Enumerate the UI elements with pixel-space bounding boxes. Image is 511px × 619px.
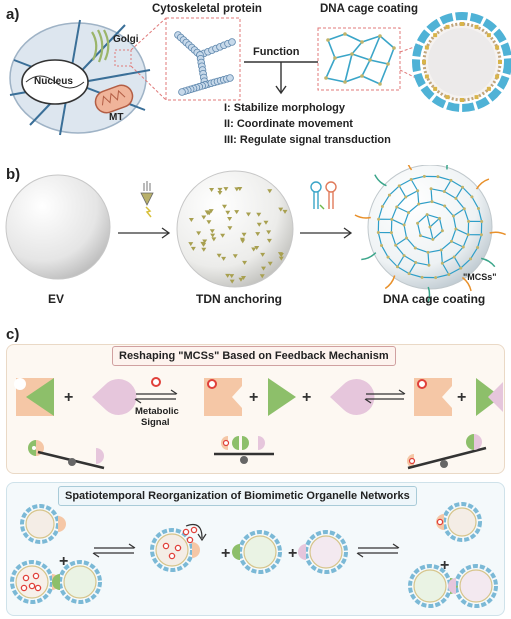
- mt-label: MT: [109, 112, 124, 123]
- tdn-icon: [140, 181, 154, 218]
- cell-illustration: [9, 19, 151, 136]
- mcs-tag: "MCSs": [463, 272, 497, 282]
- step-label-ev: EV: [48, 292, 65, 306]
- metabolic-signal-line1: Metabolic: [135, 406, 179, 417]
- svg-text:+: +: [64, 389, 73, 406]
- tdn-anchored-sphere: [176, 170, 294, 288]
- nucleus-shape: [21, 59, 89, 105]
- dna-cage-box: [317, 27, 401, 91]
- ev-sphere: [5, 174, 111, 280]
- metabolic-signal-line2: Signal: [141, 417, 170, 428]
- coated-vesicle-crosssection: [412, 12, 511, 112]
- svg-text:+: +: [221, 545, 230, 562]
- middle-triangle: [268, 378, 296, 416]
- left-pacman: [92, 379, 137, 415]
- svg-text:+: +: [440, 557, 449, 574]
- organelle-vesicle: [304, 530, 348, 574]
- organelle-vesicle: [442, 502, 482, 542]
- step-label-cage: DNA cage coating: [383, 292, 486, 306]
- feedback-diagram: + + + +: [14, 377, 503, 470]
- middle-square: [204, 378, 242, 416]
- hairpin-icons: [310, 181, 337, 210]
- organelle-vesicle: [454, 564, 498, 608]
- seesaw-right: [407, 434, 487, 470]
- svg-text:+: +: [288, 545, 297, 562]
- metabolic-signal-dot: [151, 377, 161, 387]
- release-arrow: [185, 523, 203, 539]
- cytoskeletal-protein-box: [165, 17, 241, 101]
- svg-text:+: +: [249, 389, 258, 406]
- seesaw-left: [28, 440, 105, 470]
- svg-text:+: +: [59, 553, 68, 570]
- function-label: Function: [253, 46, 300, 58]
- right-complex: [414, 378, 452, 416]
- mitochondria-shape: [94, 84, 134, 114]
- reorg-equilibrium-1: [92, 543, 136, 558]
- equilibrium-arrows-1: [134, 389, 178, 404]
- reorganization-diagram: + + + +: [10, 502, 498, 608]
- arrow-ev-to-tdn: [118, 227, 171, 239]
- function-arrow: [244, 61, 318, 95]
- feedback-box-title: Reshaping "MCSs" Based on Feedback Mecha…: [112, 346, 396, 366]
- right-triangle-pacman: [476, 378, 503, 416]
- left-complex: [14, 378, 54, 416]
- organelle-vesicle: [58, 560, 102, 604]
- organelle-vesicle: [238, 530, 282, 574]
- organelle-vesicle: [20, 504, 60, 544]
- dna-cage-coating-title: DNA cage coating: [320, 3, 418, 15]
- function-item-2: II: Coordinate movement: [224, 118, 353, 130]
- reorganization-box-title: Spatiotemporal Reorganization of Biomime…: [58, 486, 417, 506]
- nucleus-label: Nucleus: [34, 76, 73, 87]
- panel-b-label: b): [6, 166, 21, 183]
- reorg-plus-signs: + + + +: [59, 545, 449, 574]
- panel-a-label: a): [6, 6, 20, 23]
- golgi-shape: [91, 29, 110, 63]
- svg-text:+: +: [457, 389, 466, 406]
- organelle-vesicle: [150, 528, 194, 572]
- panel-a-diagram: [9, 12, 511, 136]
- arrow-tdn-to-cage: [300, 227, 353, 239]
- organelle-vesicle: [10, 560, 54, 604]
- cytoskeletal-protein-title: Cytoskeletal protein: [152, 3, 262, 15]
- middle-pacman: [330, 379, 375, 415]
- panel-b-diagram: [5, 165, 506, 304]
- equilibrium-arrows-2: [364, 389, 406, 404]
- reorg-equilibrium-2: [356, 543, 400, 558]
- step-label-tdn: TDN anchoring: [196, 292, 282, 306]
- seesaw-middle: [214, 436, 274, 464]
- golgi-label: Golgi: [113, 34, 139, 45]
- panel-c-label: c): [6, 326, 20, 343]
- function-item-1: I: Stabilize morphology: [224, 102, 346, 114]
- svg-text:+: +: [302, 389, 311, 406]
- function-item-3: III: Regulate signal transduction: [224, 134, 391, 146]
